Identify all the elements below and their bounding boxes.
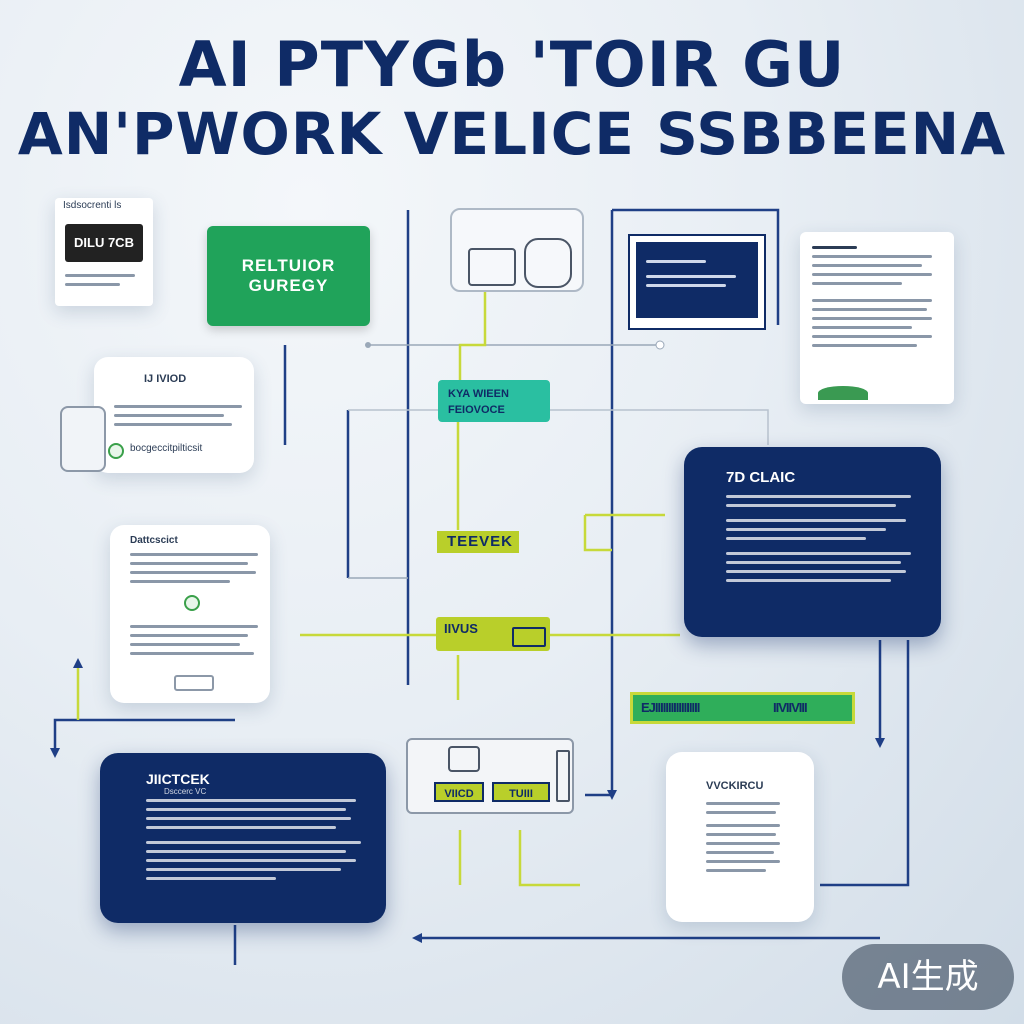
lime-tag-2[interactable]: IIVUS (436, 617, 550, 651)
right-bottom-title: VVCKIRCU (706, 780, 764, 792)
teal-node-line1: KYA WIEEN (448, 388, 509, 400)
right-bottom-card[interactable]: VVCKIRCU (666, 752, 814, 922)
status-dot-icon (108, 443, 124, 459)
green-node-line1: RELTUIOR (241, 256, 336, 275)
device-icon (450, 208, 584, 292)
navy-right-panel[interactable]: 7D CLAIC (684, 447, 941, 637)
sensor-icon (524, 238, 572, 288)
teal-node-line2: FEIOVOCE (448, 404, 505, 416)
card-action-button[interactable] (174, 675, 214, 691)
panel-badge: DILU 7CB (65, 224, 143, 262)
navy-right-title: 7D CLAIC (726, 469, 796, 486)
lime-tag-1[interactable]: TEEVEK (437, 531, 519, 553)
top-left-panel[interactable]: Isdsocrenti ls DILU 7CB (55, 198, 153, 306)
monitor-icon (468, 248, 516, 286)
left-card[interactable]: IJ IVIOD bocgeccitpilticsit (94, 357, 254, 473)
ai-generated-badge: AI生成 (842, 944, 1014, 1010)
left-mid-card-title: Dattcscict (130, 535, 178, 546)
device-button-2[interactable]: TUIII (492, 782, 550, 802)
right-document[interactable] (800, 232, 954, 404)
panel-header: Isdsocrenti ls (63, 200, 122, 211)
bottom-device[interactable]: VIICD TUIII (406, 738, 574, 814)
screen-panel[interactable] (628, 234, 766, 330)
green-bar[interactable]: EJIIIIIIIIIIIIIIIII IIVIIVIII (630, 692, 855, 724)
left-card-title: IJ IVIOD (144, 373, 187, 385)
green-node[interactable]: RELTUIOR GUREGY (207, 226, 370, 326)
navy-bottom-title: JIICTCEK (146, 771, 210, 787)
green-bar-left: EJIIIIIIIIIIIIIIIII (641, 700, 700, 715)
device-side-icon (60, 406, 106, 472)
left-card-footer: bocgeccitpilticsit (130, 443, 203, 454)
leaf-icon (818, 386, 868, 400)
green-bar-right: IIVIIVIII (773, 700, 808, 715)
lime-tag-2-label: IIVUS (444, 621, 478, 636)
navy-bottom-left-panel[interactable]: JIICTCEK Dsccerc VC (100, 753, 386, 923)
status-dot-icon (184, 595, 200, 611)
device-button-1[interactable]: VIICD (434, 782, 484, 802)
title-line-1: AI PTYGb 'TOIR GU (178, 28, 846, 101)
navy-bottom-subtitle: Dsccerc VC (164, 787, 207, 796)
teal-node[interactable]: KYA WIEEN FEIOVOCE (438, 380, 550, 422)
title-line-2: AN'PWORK VELICE SSBBEENA (17, 100, 1007, 168)
left-mid-card[interactable]: Dattcscict (110, 525, 270, 703)
green-node-line2: GUREGY (248, 276, 329, 295)
